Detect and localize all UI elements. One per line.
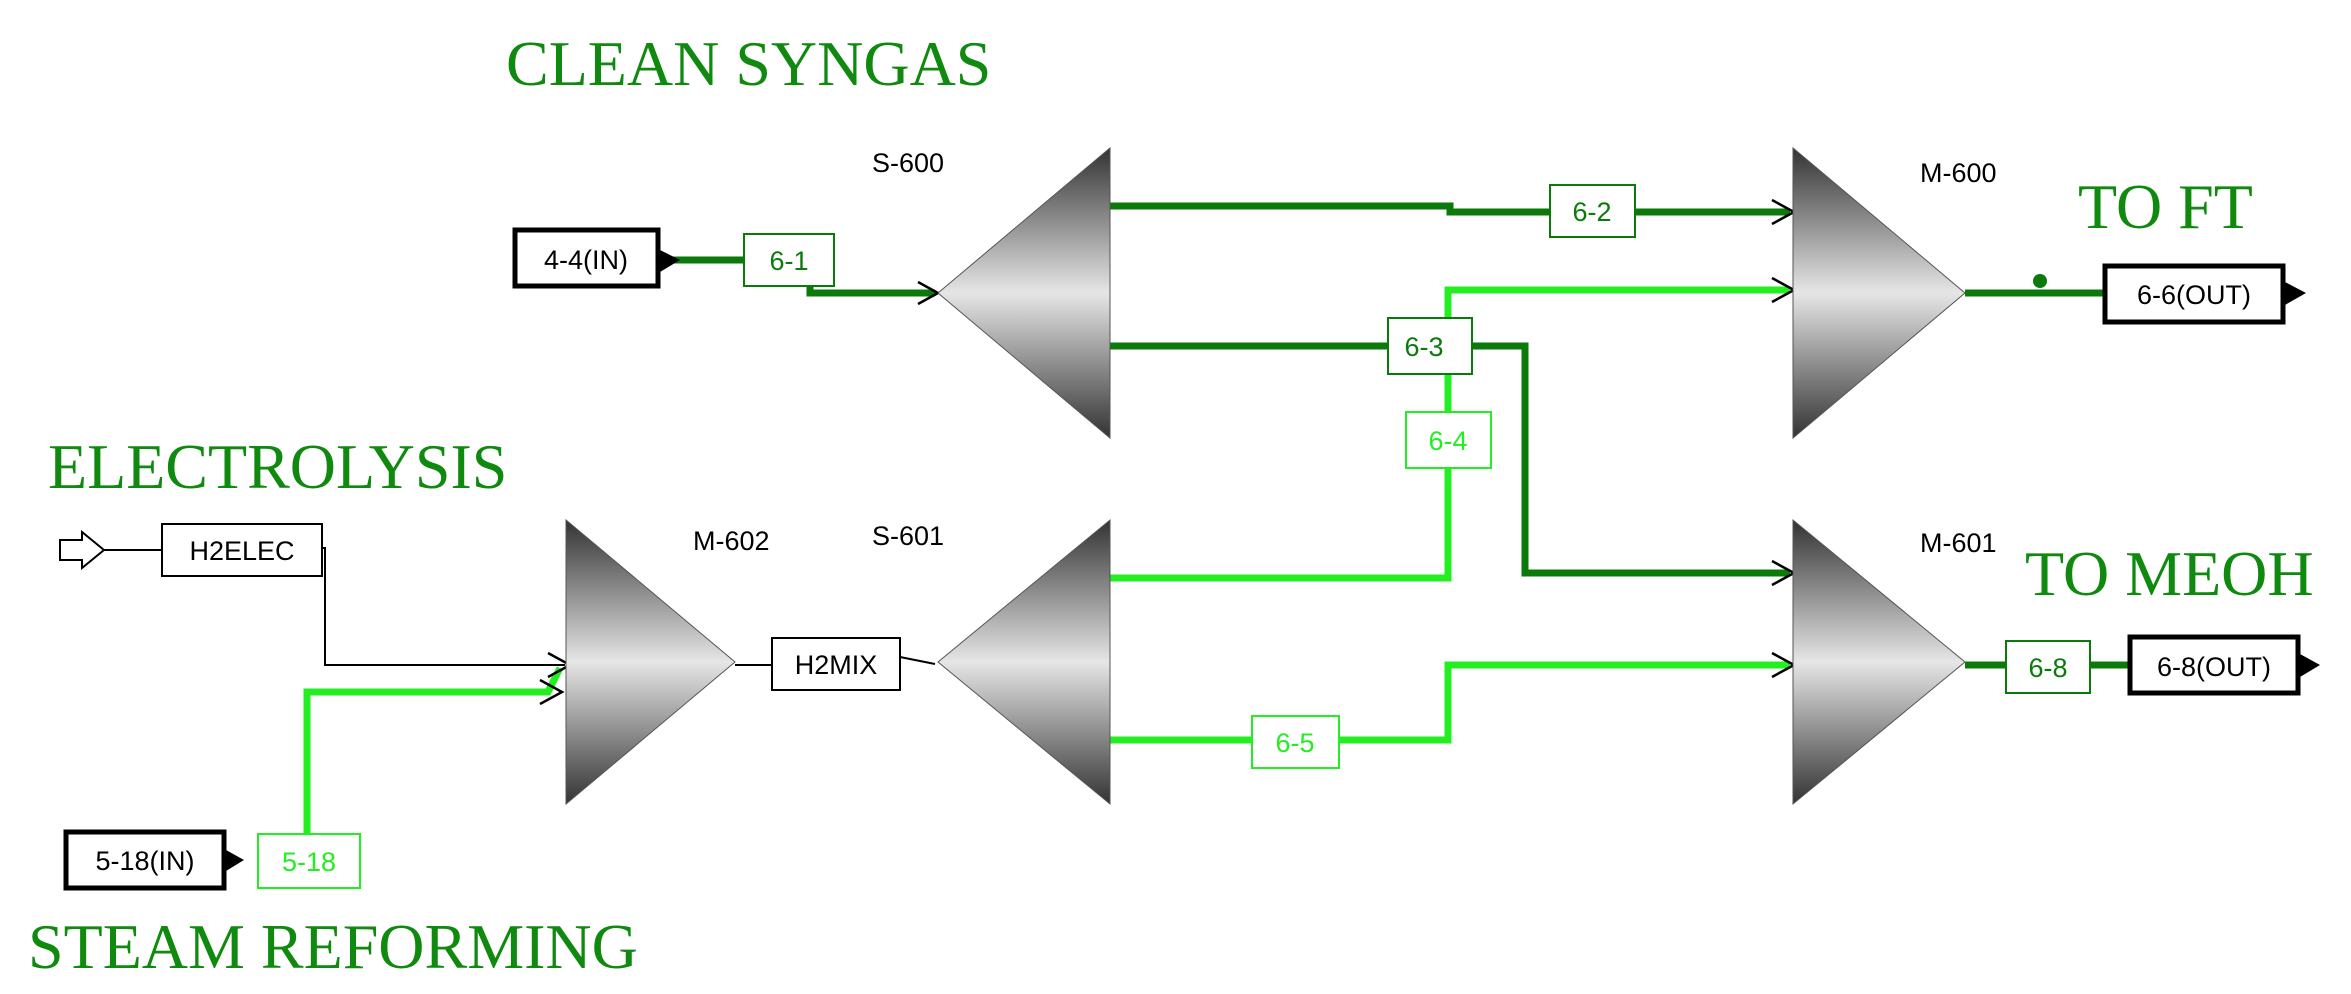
mixer-block-m602[interactable] bbox=[565, 518, 736, 806]
stream-tag-6-8[interactable]: 6-8 bbox=[2005, 640, 2091, 694]
stream-tag-6-2[interactable]: 6-2 bbox=[1549, 184, 1636, 238]
stream-line-6-3[interactable] bbox=[1110, 342, 1790, 577]
port-arrow-icon bbox=[2300, 654, 2320, 677]
stream-line-h2elec[interactable] bbox=[322, 547, 565, 666]
port-5-18-in[interactable]: 5-18(IN) bbox=[63, 829, 244, 891]
mixer-block-m600[interactable] bbox=[1792, 146, 1966, 440]
stream-tag-6-3[interactable]: 6-3 bbox=[1387, 317, 1473, 375]
stream-tag-label-6-8: 6-8 bbox=[2028, 653, 2067, 683]
stream-line-5-18[interactable] bbox=[303, 666, 564, 860]
stream-tag-label-6-5: 6-5 bbox=[1275, 728, 1314, 758]
stream-tag-5-18[interactable]: 5-18 bbox=[257, 833, 361, 889]
port-arrow-icon bbox=[2285, 282, 2306, 305]
stream-tag-label-5-18: 5-18 bbox=[282, 847, 336, 877]
mixer-block-m601[interactable] bbox=[1792, 518, 1966, 806]
section-label-clean-syngas: CLEAN SYNGAS bbox=[506, 28, 991, 99]
port-6-8-out[interactable]: 6-8(OUT) bbox=[2127, 634, 2320, 696]
stream-tag-6-5[interactable]: 6-5 bbox=[1251, 715, 1340, 769]
section-label-to-meoh: TO MEOH bbox=[2025, 538, 2314, 609]
arrowhead-icon bbox=[539, 678, 565, 706]
stream-tag-label-h2mix: H2MIX bbox=[795, 650, 878, 680]
block-label-s601: S-601 bbox=[872, 521, 944, 551]
stream-tag-label-h2elec: H2ELEC bbox=[189, 536, 294, 566]
feed-arrow-icon bbox=[59, 529, 162, 571]
stream-tag-h2mix[interactable]: H2MIX bbox=[771, 637, 901, 691]
stream-line-6-2[interactable] bbox=[1110, 202, 1790, 216]
splitter-block-s601[interactable] bbox=[937, 518, 1111, 806]
stream-tag-label-6-2: 6-2 bbox=[1572, 197, 1611, 227]
splitter-block-s600[interactable] bbox=[937, 146, 1111, 440]
stream-tag-6-4[interactable]: 6-4 bbox=[1405, 411, 1492, 469]
block-label-s600: S-600 bbox=[872, 148, 944, 178]
port-label-4-4: 4-4(IN) bbox=[544, 245, 628, 275]
port-label-6-6: 6-6(OUT) bbox=[2137, 280, 2251, 310]
port-label-6-8: 6-8(OUT) bbox=[2157, 652, 2271, 682]
block-label-m600: M-600 bbox=[1920, 158, 1997, 188]
stream-line-h2mix-out[interactable] bbox=[899, 656, 936, 665]
port-arrow-icon bbox=[660, 250, 680, 272]
stream-tag-label-6-3: 6-3 bbox=[1404, 332, 1443, 362]
port-6-6-out[interactable]: 6-6(OUT) bbox=[2102, 263, 2306, 325]
port-4-4-in[interactable]: 4-4(IN) bbox=[512, 227, 680, 289]
port-label-5-18: 5-18(IN) bbox=[95, 846, 194, 876]
port-arrow-icon bbox=[226, 850, 244, 871]
section-label-to-ft: TO FT bbox=[2078, 171, 2253, 242]
stream-tag-h2elec[interactable]: H2ELEC bbox=[161, 523, 323, 577]
junction-dot-icon bbox=[2033, 274, 2047, 288]
section-label-steam-reforming: STEAM REFORMING bbox=[28, 911, 638, 982]
stream-line-6-5[interactable] bbox=[1110, 661, 1790, 744]
stream-tag-6-1[interactable]: 6-1 bbox=[743, 233, 835, 287]
section-label-electrolysis: ELECTROLYSIS bbox=[48, 431, 507, 502]
block-label-m602: M-602 bbox=[693, 526, 770, 556]
block-label-m601: M-601 bbox=[1920, 528, 1997, 558]
stream-tag-label-6-4: 6-4 bbox=[1428, 426, 1467, 456]
stream-tag-label-6-1: 6-1 bbox=[769, 246, 808, 276]
